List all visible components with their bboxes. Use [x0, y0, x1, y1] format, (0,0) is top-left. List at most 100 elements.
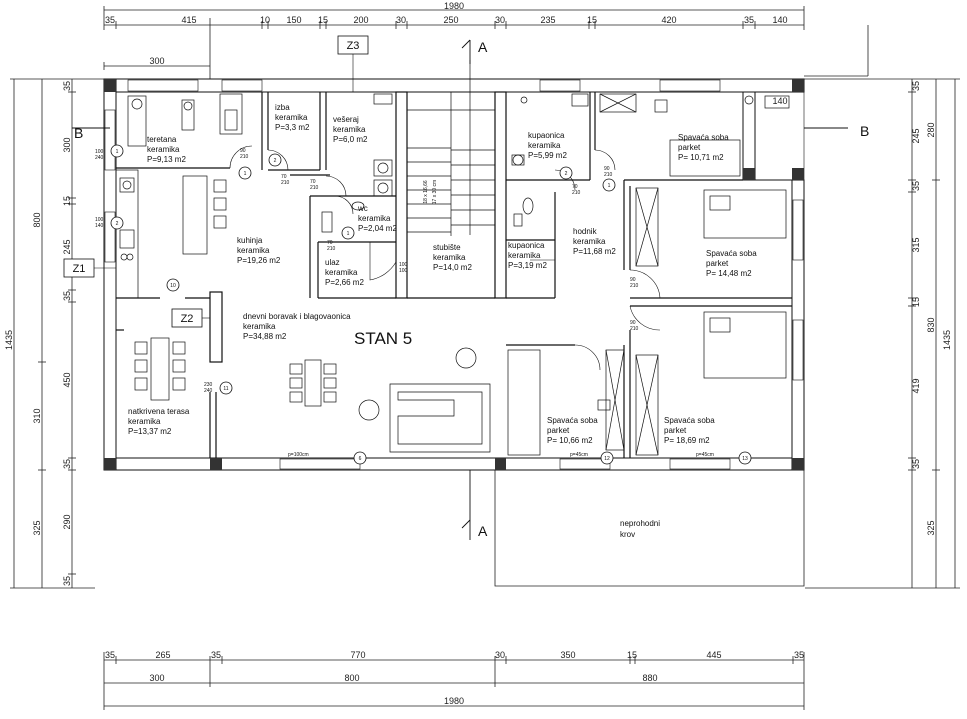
dim-right-830: 830 [926, 317, 936, 332]
dim-left-i1: 35 [62, 81, 72, 91]
sill-label-45b: p=45cm [696, 452, 714, 458]
dim-left-325: 325 [32, 520, 42, 535]
tag-z2: Z2 [181, 313, 194, 325]
dim-right-i2: 245 [911, 128, 921, 143]
dim-bot-880: 880 [642, 673, 657, 683]
marker-1c: 1 [347, 231, 350, 237]
bottom-dim-labels: 35 265 35 770 30 350 15 445 35 300 800 8… [105, 650, 804, 706]
dim-top-1: 35 [105, 15, 115, 25]
left-dimensions [10, 78, 104, 589]
dim-left-total: 1435 [4, 330, 14, 350]
dim-left-i2: 300 [62, 137, 72, 152]
marker-1b: 1 [244, 171, 247, 177]
marker-12: 12 [604, 456, 610, 462]
dim-bot-5: 30 [495, 650, 505, 660]
dim-right-i1: 35 [911, 81, 921, 91]
dim-top-13: 35 [744, 15, 754, 25]
dim-bot-4: 770 [350, 650, 365, 660]
top-dimensions: 1980 35 415 10 150 15 200 30 250 30 235 … [103, 1, 869, 80]
dim-top-10: 235 [540, 15, 555, 25]
dim-right-280: 280 [926, 122, 936, 137]
dim-top-12: 420 [661, 15, 676, 25]
dim-left-i5: 35 [62, 291, 72, 301]
dim-left-i4: 245 [62, 239, 72, 254]
dim-bot-total: 1980 [444, 696, 464, 706]
dim-right-i4: 315 [911, 237, 921, 252]
stairs-note-2: 17 x 30 cm [432, 180, 438, 204]
dim-top-300: 300 [149, 56, 164, 66]
furniture [115, 93, 790, 456]
dim-left-i8: 290 [62, 514, 72, 529]
dim-left-i9: 35 [62, 576, 72, 586]
dim-right-total: 1435 [942, 330, 952, 350]
section-marks [72, 39, 848, 540]
dim-top-5: 15 [318, 15, 328, 25]
stairs-note-1: 18 x 16,66 [423, 180, 429, 204]
tag-z1: Z1 [73, 263, 86, 275]
outer-walls [103, 78, 805, 471]
dim-right-i7: 35 [911, 459, 921, 469]
marker-10: 10 [170, 283, 176, 289]
dim-top-8: 250 [443, 15, 458, 25]
dim-top-7: 30 [396, 15, 406, 25]
roof-outline [494, 470, 805, 587]
dim-top-6: 200 [353, 15, 368, 25]
dim-top-3: 10 [260, 15, 270, 25]
marker-1d: 1 [608, 183, 611, 189]
dim-right-i3: 35 [911, 181, 921, 191]
dim-top-9: 30 [495, 15, 505, 25]
right-dim-labels: 1435 280 830 325 35 245 35 315 15 419 35 [911, 81, 952, 536]
dim-bot-300: 300 [149, 673, 164, 683]
dim-bot-800: 800 [344, 673, 359, 683]
dim-left-310: 310 [32, 408, 42, 423]
marker-6: 6 [359, 456, 362, 462]
dim-bot-6: 350 [560, 650, 575, 660]
section-a-bottom: A [478, 523, 488, 539]
dim-bot-1: 35 [105, 650, 115, 660]
sill-label-100: p=100cm [288, 452, 309, 458]
dim-left-i3: 15 [62, 196, 72, 206]
dim-bot-8: 445 [706, 650, 721, 660]
dim-bot-9: 35 [794, 650, 804, 660]
dim-bot-7: 15 [627, 650, 637, 660]
dim-top-2: 415 [181, 15, 196, 25]
dim-top-11: 15 [587, 15, 597, 25]
section-b-right: B [860, 123, 869, 139]
sill-label-45a: p=45cm [570, 452, 588, 458]
door-swings [229, 145, 661, 371]
page-title: STAN 5 [354, 329, 412, 348]
window-markers: 1 2 1 2 1 2 1 10 11 6 12 13 [110, 144, 752, 465]
marker-2a: 2 [116, 221, 119, 227]
dim-bot-3: 35 [211, 650, 221, 660]
left-dim-labels: 1435 800 310 325 35 300 15 245 35 450 35… [4, 81, 72, 586]
dim-left-i7: 35 [62, 459, 72, 469]
marker-1a: 1 [116, 149, 119, 155]
dim-right-i6: 419 [911, 378, 921, 393]
marker-11: 11 [223, 386, 228, 392]
dim-left-i6: 450 [62, 372, 72, 387]
dim-left-800: 800 [32, 212, 42, 227]
stairs [406, 60, 496, 299]
